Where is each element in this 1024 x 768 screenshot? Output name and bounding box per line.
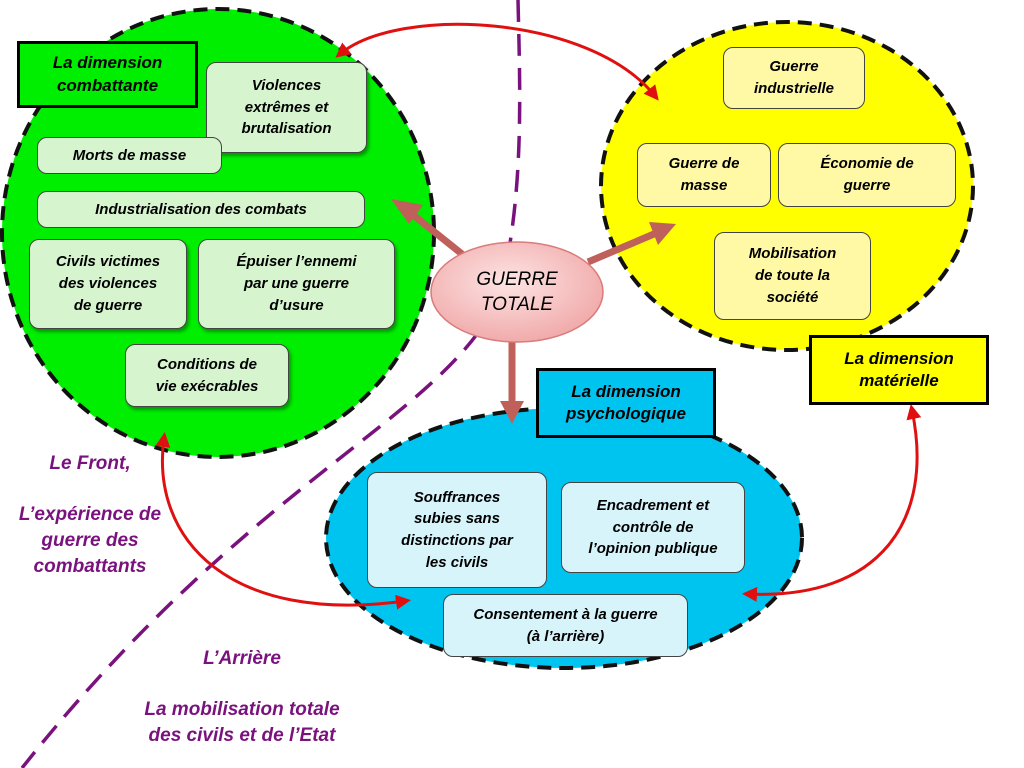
combattante-title: La dimension combattante xyxy=(17,41,198,108)
combattante-item-conditions: Conditions de vie exécrables xyxy=(125,344,289,407)
materielle-title: La dimension matérielle xyxy=(809,335,989,405)
psychologique-item-encadrement: Encadrement et contrôle de l’opinion pub… xyxy=(561,482,745,573)
center-label-guerre-totale: GUERRE TOTALE xyxy=(476,269,558,315)
arrow-combattante-psychologique xyxy=(155,432,411,610)
front-label: Le Front, L’expérience de guerre des com… xyxy=(18,453,162,577)
combattante-item-morts: Morts de masse xyxy=(37,137,222,174)
combattante-item-violences: Violences extrêmes et brutalisation xyxy=(206,62,367,153)
center-ellipse xyxy=(430,241,604,343)
psychologique-title: La dimension psychologique xyxy=(536,368,716,438)
psychologique-item-souffrances: Souffrances subies sans distinctions par… xyxy=(367,472,547,588)
arrow-materielle-psychologique xyxy=(742,404,922,602)
arriere-label: L’Arrière La mobilisation totale des civ… xyxy=(144,648,340,746)
arrow-center-to-psychologique xyxy=(500,338,524,424)
combattante-item-civils: Civils victimes des violences de guerre xyxy=(29,239,187,329)
combattante-item-industrialisation: Industrialisation des combats xyxy=(37,191,365,228)
materielle-item-guerre-de-masse: Guerre de masse xyxy=(637,143,771,207)
materielle-item-economie: Économie de guerre xyxy=(778,143,956,207)
combattante-item-epuiser: Épuiser l’ennemi par une guerre d’usure xyxy=(198,239,395,329)
materielle-item-guerre-industrielle: Guerre industrielle xyxy=(723,47,865,109)
arrow-combattante-materielle xyxy=(335,22,659,101)
arrow-center-to-materielle xyxy=(586,222,676,266)
materielle-item-mobilisation: Mobilisation de toute la société xyxy=(714,232,871,320)
arrow-center-to-combattante xyxy=(391,199,465,257)
psychologique-item-consentement: Consentement à la guerre (à l’arrière) xyxy=(443,594,688,657)
